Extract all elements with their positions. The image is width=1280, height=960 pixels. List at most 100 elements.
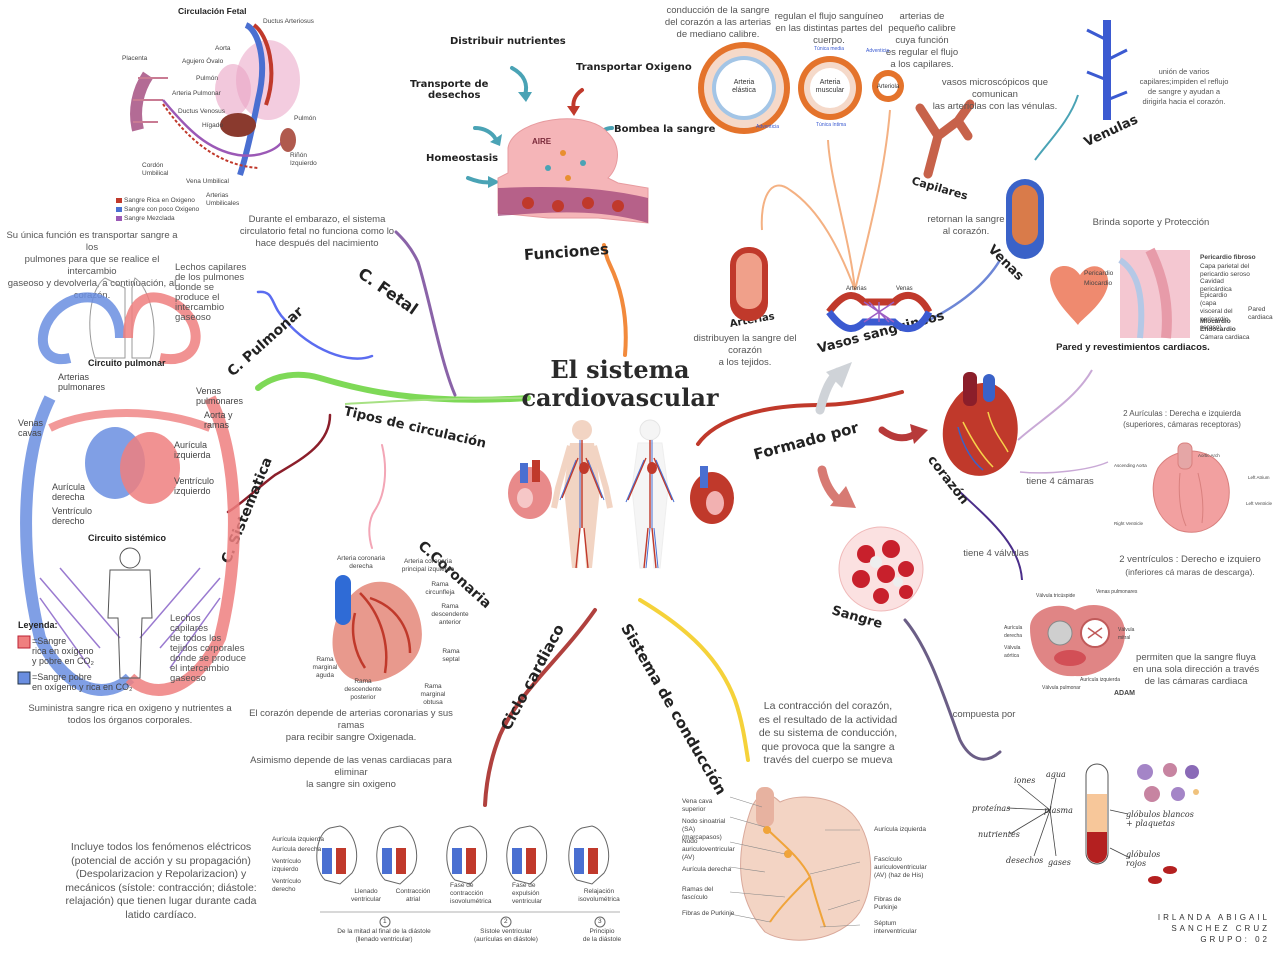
aorta-2: ramas [204, 420, 230, 430]
pared-label-9: Miocardio [1084, 280, 1113, 287]
leyenda-red: =Sangre rica en oxígeno y pobre en CO₂ [32, 636, 94, 666]
circulation-diagram [17, 277, 240, 696]
auricula-izq-2: izquierda [174, 450, 211, 460]
funcion-homeostasis: Homeostasis [426, 153, 499, 164]
note-pulmonar-2: pulmones para que se realice el intercam… [24, 254, 160, 277]
leyenda-blue-1: =Sangre pobre [32, 672, 92, 682]
valvulas-diagram [1030, 604, 1125, 677]
fetal-label-ductus-ven: Ductus Venosus [178, 108, 225, 115]
ciclo-left-3: Ventrículo derecho [272, 878, 301, 893]
ciclo-step-1-a: De la mitad al final de la diástole [337, 928, 431, 935]
leyenda-red-1: =Sangre [32, 636, 67, 646]
xs-muscular-2: muscular [816, 87, 845, 94]
note-venulas-3: de sangre y ayudan a [1147, 87, 1221, 96]
ciclo-hearts [316, 825, 620, 928]
ciclo-step-3: Principio de la diástole [574, 928, 630, 944]
fetal-legend-1: Sangre Rica en Oxigeno [124, 197, 195, 204]
note-fetal-2: circulatorio fetal no funciona como lo [239, 226, 395, 237]
arterias-pulm-1: Arterias [58, 372, 90, 382]
note-art-top-3c: cuya función [895, 35, 949, 46]
circuito-pulmonar-label: Circuito pulmonar [88, 358, 166, 368]
coron-label-2: Rama circunfleja [425, 581, 455, 596]
note-ciclo-3: (Despolarizacion y Repolarizacion) y [75, 868, 247, 880]
venas-pulm-2: pulmonares [196, 396, 244, 406]
coron-label-0: Arteria coronaria derecha [336, 555, 386, 570]
note-ciclo-1: Incluye todos los fenómenos eléctricos [70, 841, 252, 853]
pared-label-0: Pericardio fibroso [1200, 254, 1256, 261]
sangre-composition-diagram [1007, 763, 1199, 884]
arterias-pulm-2: pulmonares [58, 382, 106, 392]
aorta-1: Aorta y [204, 410, 233, 420]
lechos-top-5: intercambio [175, 302, 225, 313]
ciclo-phase-4: Relajación isovolumétrica [578, 888, 620, 903]
valvulas-figure: Válvula tricúspide Venas pulmonares Aurí… [1000, 588, 1145, 698]
heart2-label-1: Aortic Arch [1198, 453, 1220, 458]
ciclo-step-2-a: Sístole ventricular [480, 928, 532, 935]
cond-left-3: Aurícula derecha [682, 866, 732, 873]
note-auriculas: 2 Aurículas : Derecha e izquierda (super… [1112, 408, 1252, 430]
ventriculo-izq-2: izquierdo [174, 486, 211, 496]
valv-brand: ADAM [1114, 690, 1135, 697]
pared-diagram [1050, 247, 1190, 339]
lechos-bottom-3: de todos los [170, 633, 222, 644]
lechos-bottom-1: Lechos [170, 613, 201, 624]
fetal-label-cordon: Cordón Umbilical [142, 162, 169, 177]
note-arterias-top-3: arterias de pequeño calibre cuya función… [884, 11, 960, 71]
note-compuesta: compuesta por [952, 709, 1016, 720]
fetal-label-higado: Hígado [202, 122, 223, 129]
cond-right-2: Fibras de Purkinje [874, 896, 902, 911]
fetal-label-agujero: Agujero Óvalo [182, 58, 224, 65]
fetal-diagram [116, 22, 300, 221]
heart2-label-4: Right Ventricle [1114, 521, 1144, 526]
lechos-bottom-5: donde se produce [170, 653, 247, 664]
note-conduccion: La contracción del corazón, es el result… [748, 700, 908, 768]
small-heart-left [508, 460, 552, 519]
ciclo-step-1: De la mitad al final de la diástole (lle… [326, 928, 442, 944]
sangre-blancos-2: + plaquetas [1126, 819, 1175, 828]
venas-pulm-1: Venas [196, 386, 222, 396]
vein-tube-illustration [1006, 179, 1044, 259]
cond-left-1: Nodo sinoatrial (SA) (marcapasos) [682, 818, 726, 841]
note-pulmonar-1: Su única función es transportar sangre a… [6, 230, 178, 253]
ciclo-phase-0: Llenado ventricular [351, 888, 381, 903]
pared-label-7: Pared cardiaca [1248, 306, 1273, 321]
note-valvulas-fn-3: de las cámaras cardiaca [1144, 676, 1248, 687]
heart2-label-0: Ascending Aorta [1114, 463, 1147, 468]
note-fetal: Durante el embarazo, el sistema circulat… [232, 214, 402, 250]
ciclo-left-2: Ventrículo izquierdo [272, 858, 301, 873]
sangre-rojos: glóbulos rojos [1126, 850, 1160, 868]
valv-label-2: Aurícula derecha [1004, 625, 1023, 639]
note-venulas-2: capilares;impiden el reflujo [1139, 77, 1229, 86]
note-ventriculos-1: 2 ventrículos : Derecho e izquiero [1119, 554, 1261, 565]
central-title: El sistema cardiovascular [520, 356, 720, 412]
lechos-bottom-7: gaseoso [170, 673, 206, 684]
ciclo-step-2: Sístole ventricular (aurículas en diásto… [466, 928, 546, 944]
auricula-der-label: Aurícula derecha [52, 482, 85, 502]
ventriculo-der-label: Ventrículo derecho [52, 506, 92, 526]
ciclo-step-3-b: de la diástole [582, 936, 622, 943]
note-art-top-2b: en las distintas partes del [775, 23, 883, 34]
leyenda-blue: =Sangre pobre en oxígeno y rica en CO₂ [32, 672, 133, 692]
note-venas: retornan la sangre al corazón. [926, 214, 1006, 238]
sangre-proteinas: proteínas [972, 804, 1011, 813]
funcion-desechos: Transporte de desechos [410, 79, 488, 101]
artery-tube-illustration [730, 247, 768, 321]
pared-label-5: Endocardio [1200, 326, 1236, 333]
main-heart-illustration [942, 372, 1018, 476]
heart2-diagram [1152, 442, 1230, 533]
note-auriculas-2: (superiores, cámaras receptoras) [1123, 420, 1241, 429]
ciclo-left-1: Aurícula derecha [272, 846, 322, 853]
lechos-bottom-4: tejidos corporales [170, 643, 245, 654]
ciclo-step-2-num: 2 [504, 918, 508, 925]
lechos-top-6: gaseoso [175, 312, 211, 323]
lechos-top-3: donde se [175, 282, 215, 293]
arteries-cross-sections: Arteria elástica Arteria muscular Arteri… [698, 42, 904, 134]
valv-label-0: Válvula tricúspide [1036, 593, 1076, 599]
network-arterias-label: Arterias [846, 286, 867, 292]
note-conduccion-5: través del cuerpo se mueva [763, 754, 893, 766]
venas-pulm-label: Venas pulmonares [196, 386, 243, 406]
note-pared-top: Brinda soporte y Protección [1092, 217, 1210, 228]
lechos-top-4: produce el [175, 292, 220, 303]
leyenda-blue-2: en oxígeno y rica en CO₂ [32, 682, 133, 692]
pared-label-8: Pericardio [1084, 270, 1114, 277]
